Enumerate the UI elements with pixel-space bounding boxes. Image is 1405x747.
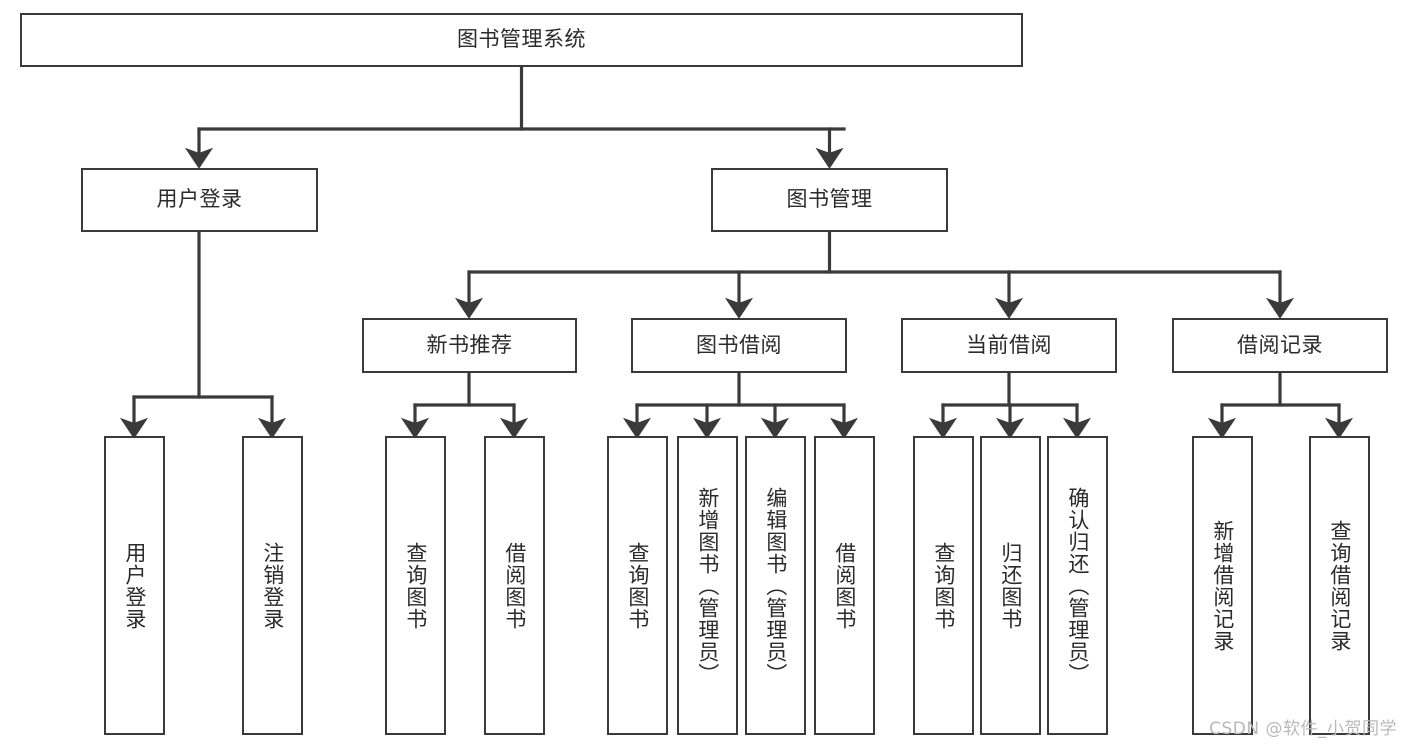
leaf-user-login-label: 用户登录 bbox=[122, 541, 147, 630]
leaf-query-record-label: 查询借阅记录 bbox=[1327, 519, 1352, 652]
node-new-book-recommend-label: 新书推荐 bbox=[426, 332, 513, 357]
node-borrow-record-label: 借阅记录 bbox=[1237, 332, 1323, 357]
leaf-return-book[interactable]: 归还图书 bbox=[980, 436, 1041, 735]
leaf-return-book-label: 归还图书 bbox=[998, 541, 1023, 630]
node-book-manage-label: 图书管理 bbox=[786, 187, 873, 212]
leaf-add-record-label: 新增借阅记录 bbox=[1210, 519, 1235, 652]
leaf-edit-book-label: 编辑图书（管理员） bbox=[763, 486, 788, 685]
leaf-query-book-2-label: 查询图书 bbox=[625, 541, 650, 630]
leaf-borrow-book-1[interactable]: 借阅图书 bbox=[484, 436, 545, 735]
node-current-borrow[interactable]: 当前借阅 bbox=[901, 318, 1117, 373]
leaf-borrow-book-2[interactable]: 借阅图书 bbox=[814, 436, 875, 735]
node-root[interactable]: 图书管理系统 bbox=[20, 13, 1023, 67]
node-book-manage[interactable]: 图书管理 bbox=[711, 168, 948, 232]
leaf-query-book-1[interactable]: 查询图书 bbox=[385, 436, 446, 735]
node-borrow-record[interactable]: 借阅记录 bbox=[1172, 318, 1388, 373]
leaf-query-book-3-label: 查询图书 bbox=[931, 541, 956, 630]
node-book-borrow-label: 图书借阅 bbox=[696, 332, 782, 357]
node-new-book-recommend[interactable]: 新书推荐 bbox=[362, 318, 577, 373]
node-current-borrow-label: 当前借阅 bbox=[966, 332, 1052, 357]
leaf-add-book-label: 新增图书（管理员） bbox=[695, 486, 720, 685]
leaf-add-book[interactable]: 新增图书（管理员） bbox=[677, 436, 738, 735]
node-user-login-label: 用户登录 bbox=[156, 187, 243, 212]
leaf-borrow-book-1-label: 借阅图书 bbox=[502, 541, 527, 630]
leaf-confirm-return-label: 确认归还（管理员） bbox=[1065, 486, 1090, 685]
node-root-label: 图书管理系统 bbox=[457, 27, 586, 52]
leaf-query-book-3[interactable]: 查询图书 bbox=[913, 436, 974, 735]
leaf-borrow-book-2-label: 借阅图书 bbox=[832, 541, 857, 630]
leaf-confirm-return[interactable]: 确认归还（管理员） bbox=[1047, 436, 1108, 735]
leaf-logout-login[interactable]: 注销登录 bbox=[242, 436, 303, 735]
leaf-logout-login-label: 注销登录 bbox=[260, 541, 285, 630]
node-book-borrow[interactable]: 图书借阅 bbox=[631, 318, 847, 373]
leaf-query-book-1-label: 查询图书 bbox=[403, 541, 428, 630]
leaf-edit-book[interactable]: 编辑图书（管理员） bbox=[745, 436, 806, 735]
node-user-login[interactable]: 用户登录 bbox=[81, 168, 318, 232]
csdn-watermark: CSDN @软件_小贺同学 bbox=[1209, 719, 1397, 739]
leaf-query-record[interactable]: 查询借阅记录 bbox=[1309, 436, 1370, 735]
leaf-query-book-2[interactable]: 查询图书 bbox=[607, 436, 668, 735]
leaf-user-login[interactable]: 用户登录 bbox=[104, 436, 165, 735]
leaf-add-record[interactable]: 新增借阅记录 bbox=[1192, 436, 1253, 735]
